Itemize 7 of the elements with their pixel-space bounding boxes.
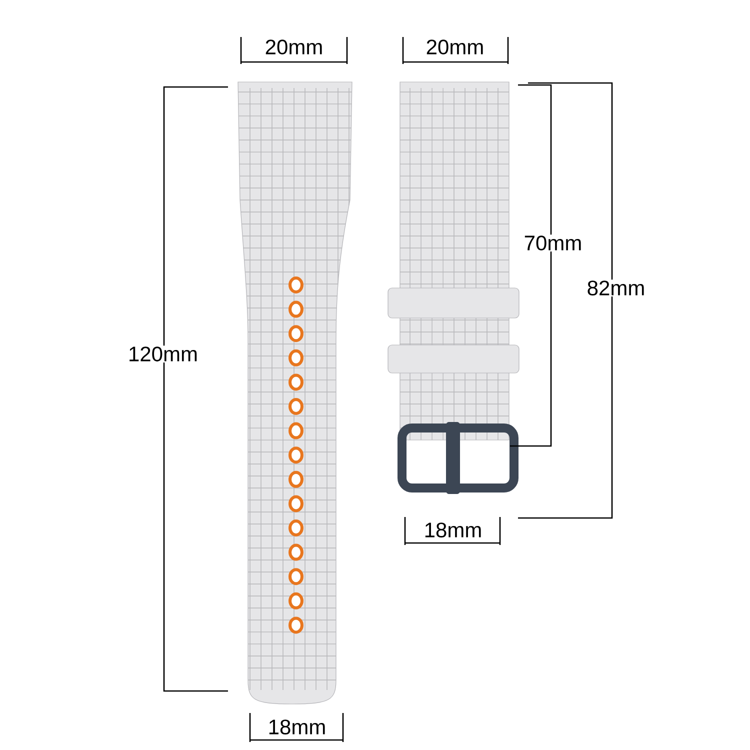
dimension-label: 70mm bbox=[522, 234, 584, 252]
dimension-label: 82mm bbox=[586, 280, 646, 296]
dimension-label: 18mm bbox=[422, 522, 484, 538]
dimension-label: 20mm bbox=[264, 38, 324, 56]
dimension-label: 20mm bbox=[424, 38, 486, 56]
dimension-label: 120mm bbox=[127, 346, 200, 362]
dimension-label: 18mm bbox=[266, 718, 328, 736]
